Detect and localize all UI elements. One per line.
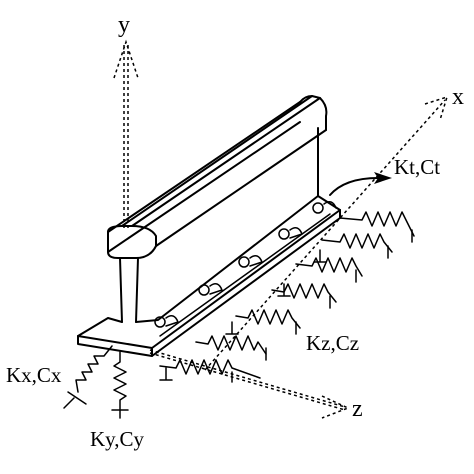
clip bbox=[238, 255, 263, 268]
support bbox=[277, 283, 291, 297]
vertical-spring-supports bbox=[159, 249, 327, 381]
ky-cy-label: Ky,Cy bbox=[90, 427, 145, 451]
clip bbox=[278, 227, 303, 240]
fastening-clips bbox=[154, 201, 337, 328]
y-axis-label: y bbox=[118, 12, 130, 38]
y-axis bbox=[113, 39, 139, 228]
clip bbox=[198, 283, 223, 296]
support bbox=[159, 367, 173, 381]
rail-web bbox=[119, 127, 319, 323]
lateral-spring bbox=[271, 283, 337, 309]
lateral-spring bbox=[159, 359, 261, 383]
front-vertical-spring bbox=[111, 351, 129, 419]
kz-cz-label: Kz,Cz bbox=[306, 331, 359, 355]
support bbox=[313, 249, 327, 263]
clip bbox=[312, 201, 337, 214]
kt-ct-label: Kt,Ct bbox=[394, 155, 440, 179]
longitudinal-spring bbox=[63, 345, 113, 409]
x-axis-label: x bbox=[452, 84, 464, 110]
lateral-spring bbox=[195, 335, 267, 361]
lateral-spring bbox=[321, 233, 393, 259]
z-axis bbox=[149, 349, 350, 419]
support bbox=[225, 321, 239, 335]
lateral-spring bbox=[339, 211, 415, 243]
kt-ct-arrow bbox=[329, 172, 392, 196]
lateral-spring bbox=[295, 257, 363, 283]
rail-foot bbox=[77, 195, 341, 357]
z-axis-label: z bbox=[352, 396, 363, 422]
lateral-springs bbox=[159, 211, 415, 383]
rail-head bbox=[107, 95, 328, 259]
kx-cx-label: Kx,Cx bbox=[6, 363, 62, 387]
x-axis bbox=[204, 95, 449, 371]
lateral-spring bbox=[235, 309, 301, 335]
clip bbox=[154, 315, 179, 328]
